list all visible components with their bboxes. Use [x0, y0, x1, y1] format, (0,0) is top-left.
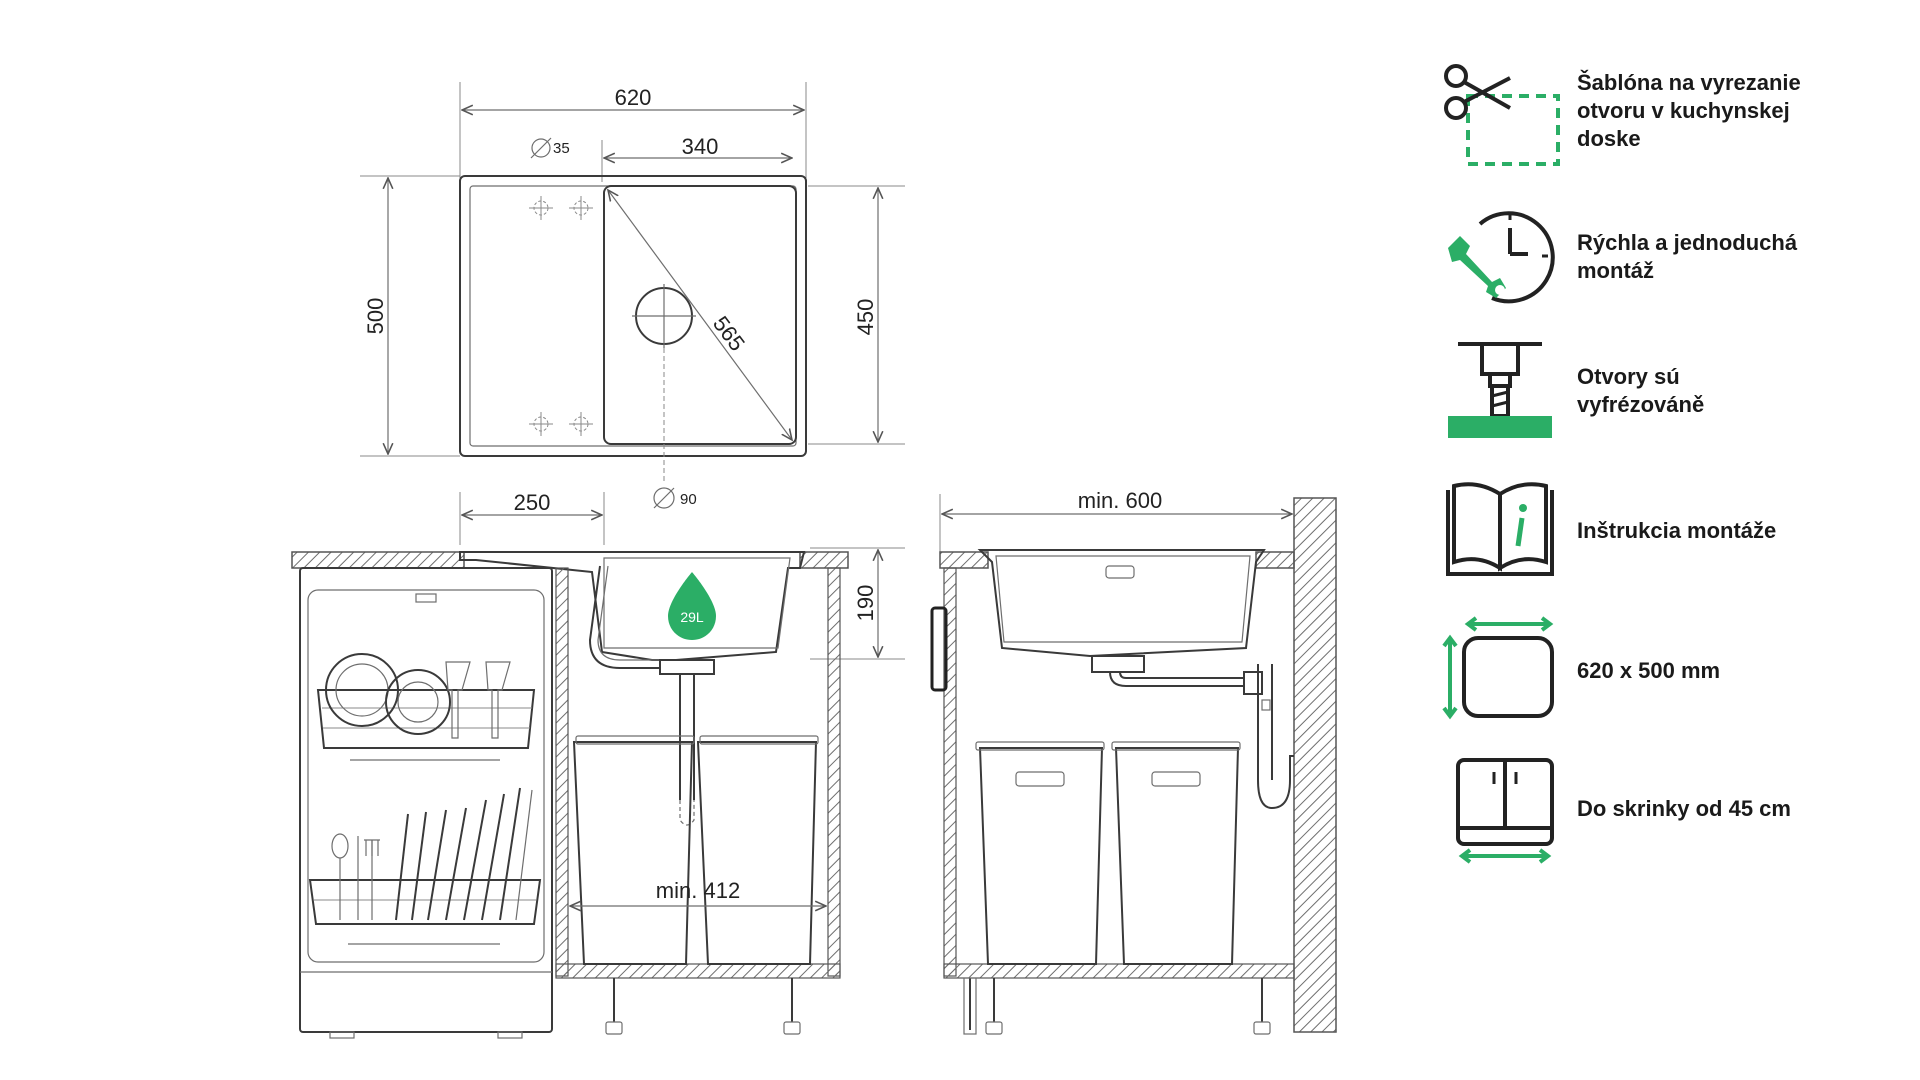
feature-dimensions: 620 x 500 mm: [1440, 616, 1880, 726]
sink-top-view: 620 340 35 500 450: [360, 82, 905, 509]
tap-hole-marks: [529, 196, 593, 436]
dim-tap-hole: 35: [553, 140, 570, 157]
feature-instructions: Inštrukcia montáže: [1440, 476, 1880, 586]
drill-icon: [1448, 342, 1552, 438]
feature-label: Otvory sú vyfrézováně: [1577, 364, 1705, 417]
clock-wrench-icon: [1448, 211, 1555, 304]
dim-diagonal-565: 565: [708, 311, 750, 355]
front-section: 250 190: [291, 490, 905, 1039]
dim-min-600: min. 600: [1078, 488, 1162, 513]
dim-drain: 90: [680, 491, 697, 508]
dim-bowl-height-450: 450: [853, 299, 878, 336]
dim-depth-190: 190: [853, 585, 878, 622]
instruction-book-icon: [1446, 482, 1554, 576]
feature-label: Šablóna na vyrezanie otvoru v kuchynskej…: [1577, 70, 1801, 151]
feature-milled-holes: Otvory sú vyfrézováně: [1440, 336, 1880, 446]
feature-cabinet: Do skrinky od 45 cm: [1440, 754, 1880, 864]
side-section: min. 600: [930, 488, 1337, 1035]
feature-quick-install: Rýchla a jednoduchá montáž: [1440, 202, 1880, 312]
scissors-template-icon: [1444, 64, 1560, 166]
cabinet-icon: [1456, 758, 1554, 864]
dim-bowl-width-340: 340: [682, 134, 719, 159]
dim-min-412: min. 412: [656, 878, 740, 903]
feature-template: Šablóna na vyrezanie otvoru v kuchynskej…: [1440, 56, 1880, 166]
feature-label: Do skrinky od 45 cm: [1577, 796, 1791, 821]
base-cabinet: min. 412: [555, 567, 841, 1035]
feature-label: 620 x 500 mm: [1577, 658, 1721, 683]
volume-badge: 29L: [680, 609, 704, 625]
dim-drainer-250: 250: [514, 490, 551, 515]
dim-width-620: 620: [615, 85, 652, 110]
dimensions-icon: [1442, 616, 1554, 720]
feature-label: Rýchla a jednoduchá montáž: [1577, 230, 1798, 283]
feature-label: Inštrukcia montáže: [1577, 518, 1777, 543]
volume-drop-icon: [668, 572, 716, 640]
dim-height-500: 500: [363, 298, 388, 335]
dishwasher: [299, 567, 553, 1039]
